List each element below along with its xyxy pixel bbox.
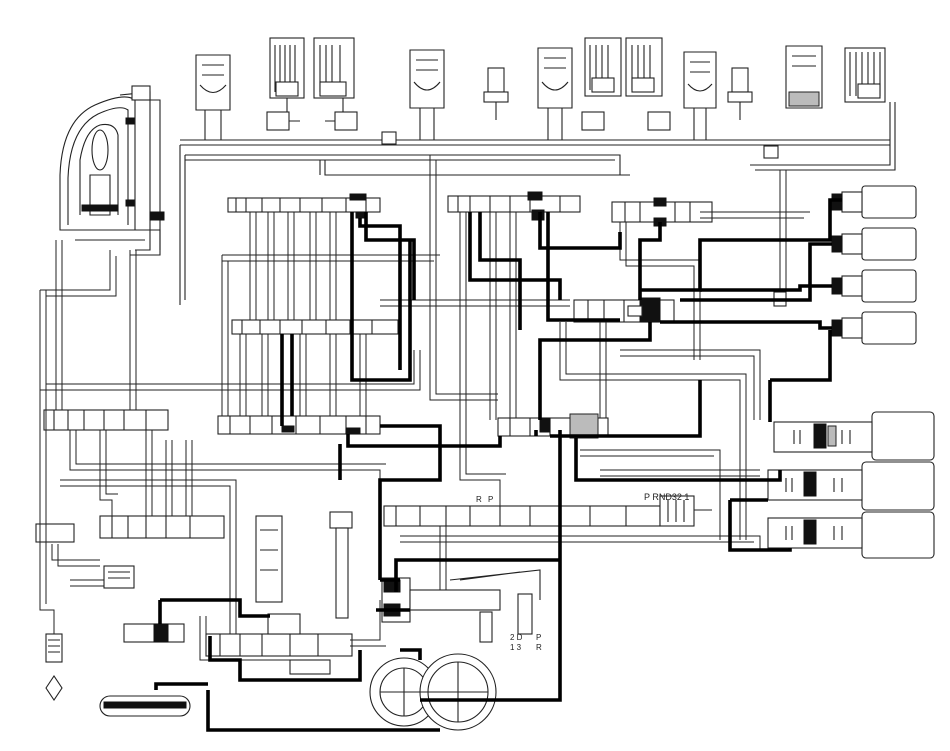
valve-body-middle-right <box>573 297 675 323</box>
manual-valve-label-a: 2 D <box>510 633 523 642</box>
actuator-3-icon <box>831 269 917 303</box>
pressure-sensor-2-icon <box>727 67 753 120</box>
main-pressure-lines <box>154 198 842 732</box>
solenoid-9-icon <box>785 45 823 109</box>
pressure-sensor-1-icon <box>483 67 509 120</box>
r-label: R <box>476 495 482 504</box>
manual-valve-label-c: P <box>536 633 541 642</box>
top-solenoid-row <box>195 37 886 140</box>
solenoid-5-icon <box>537 47 573 140</box>
solenoid-2-icon <box>266 37 305 131</box>
solenoid-1-icon <box>195 54 231 140</box>
accumulator-2-icon <box>767 461 935 511</box>
manual-valve-label-d: R <box>536 643 542 652</box>
solenoid-8-icon <box>683 51 717 140</box>
accumulator-1-icon <box>773 411 935 461</box>
clutch-actuators-right <box>767 185 935 559</box>
solenoid-10-icon <box>844 47 886 103</box>
manual-valve-label-b: 1 3 <box>510 643 522 652</box>
thin-passages <box>39 155 810 661</box>
oil-filter-icon <box>45 633 63 701</box>
actuator-2-icon <box>831 227 917 261</box>
accumulator-3-icon <box>767 511 935 559</box>
solenoid-4-icon <box>409 49 445 140</box>
valve-body-middle <box>231 319 399 335</box>
valve-body-upper-right-2 <box>611 197 713 227</box>
bottom-valve-body <box>123 613 353 675</box>
actuator-1-icon <box>831 185 917 219</box>
valve-body-lower-middle <box>217 415 381 435</box>
actuator-4-icon <box>831 311 917 345</box>
range-label: P RND32 1 <box>644 492 689 502</box>
valve-body-left <box>43 409 169 431</box>
p-label: P <box>488 495 493 504</box>
oil-strainer-icon <box>99 695 191 717</box>
solenoid-7-icon <box>625 37 671 131</box>
torque-converter <box>59 85 165 256</box>
solenoid-6-icon <box>581 37 622 131</box>
solenoid-3-icon <box>313 37 358 131</box>
valve-body-lower-right <box>497 413 609 439</box>
manual-valve <box>383 495 712 527</box>
top-pressure-rails <box>179 102 896 305</box>
valve-body-upper-right-1 <box>447 191 581 221</box>
oil-pump-icon <box>369 653 497 731</box>
valve-body-bottom-left <box>35 515 225 589</box>
range-selector: P RND32 1 <box>644 492 689 502</box>
valve-body-upper-left <box>227 193 381 219</box>
manual-valve-side-labels: R P <box>476 495 493 504</box>
lower-valve-cluster: 2 D 1 3 P R <box>255 511 542 652</box>
